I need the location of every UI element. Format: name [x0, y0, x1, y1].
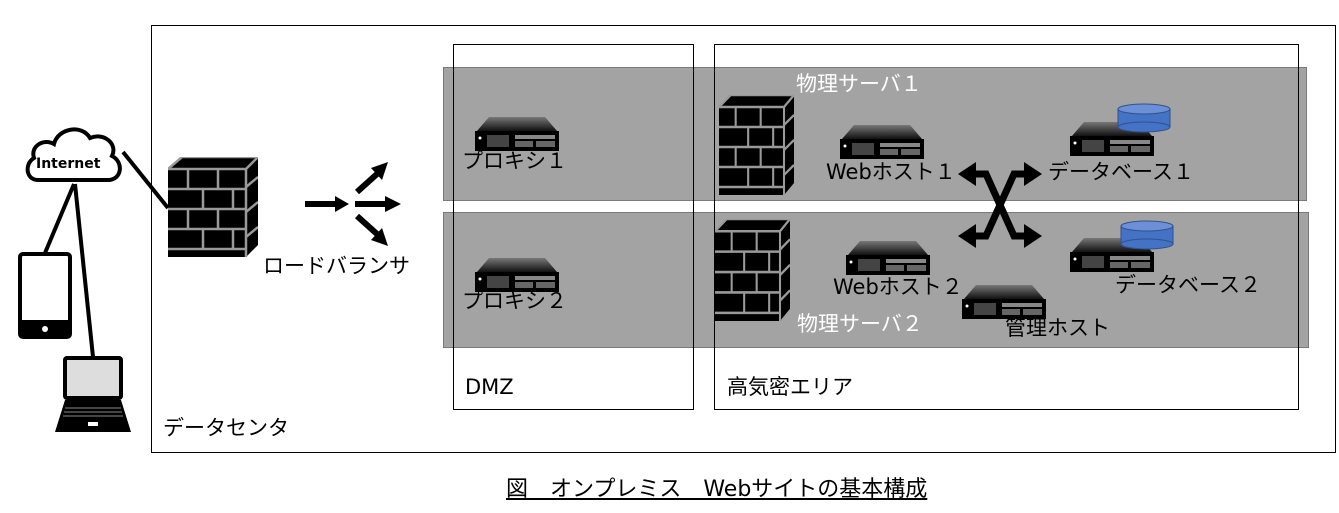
internet-label: Internet — [36, 156, 101, 172]
tablet-icon — [18, 252, 72, 339]
dmz-zone — [453, 44, 694, 410]
database-2-label: データベース２ — [1115, 273, 1261, 297]
load-balancer-icon — [305, 162, 401, 246]
web-host-2-label: Webホスト２ — [833, 275, 963, 299]
proxy-1-label: プロキシ１ — [462, 149, 567, 173]
physical-server-1-band — [443, 67, 1307, 201]
web-host-2-server-icon — [846, 241, 930, 275]
management-host-label: 管理ホスト — [1005, 316, 1110, 340]
physical-server-2-label: 物理サーバ２ — [797, 312, 923, 336]
management-host-server-icon — [962, 285, 1046, 319]
database-1-label: データベース１ — [1048, 160, 1194, 184]
datacenter-label: データセンタ — [163, 416, 289, 440]
web-host-1-server-icon — [840, 125, 924, 159]
figure-caption: 図 オンプレミス Webサイトの基本構成 — [506, 477, 928, 502]
datacenter-zone — [151, 25, 1336, 453]
dmz-label: DMZ — [465, 375, 514, 399]
database-2-icon — [1120, 220, 1174, 250]
firewall-2-icon — [715, 219, 790, 321]
laptop-icon — [55, 356, 131, 432]
proxy-2-label: プロキシ２ — [462, 289, 567, 313]
cross-connection-arrows-icon — [958, 162, 1042, 248]
secure-zone — [714, 44, 1299, 410]
firewall-1-icon — [719, 95, 794, 195]
proxy-1-server-icon — [475, 117, 559, 151]
web-host-1-label: Webホスト１ — [826, 160, 956, 184]
firewall-icon — [168, 157, 258, 257]
secure-zone-label: 高気密エリア — [727, 375, 853, 399]
physical-server-1-label: 物理サーバ１ — [796, 72, 922, 96]
database-1-icon — [1117, 103, 1171, 133]
internet-cloud-icon — [25, 127, 122, 182]
load-balancer-label: ロードバランサ — [263, 254, 410, 278]
proxy-2-server-icon — [475, 258, 559, 292]
